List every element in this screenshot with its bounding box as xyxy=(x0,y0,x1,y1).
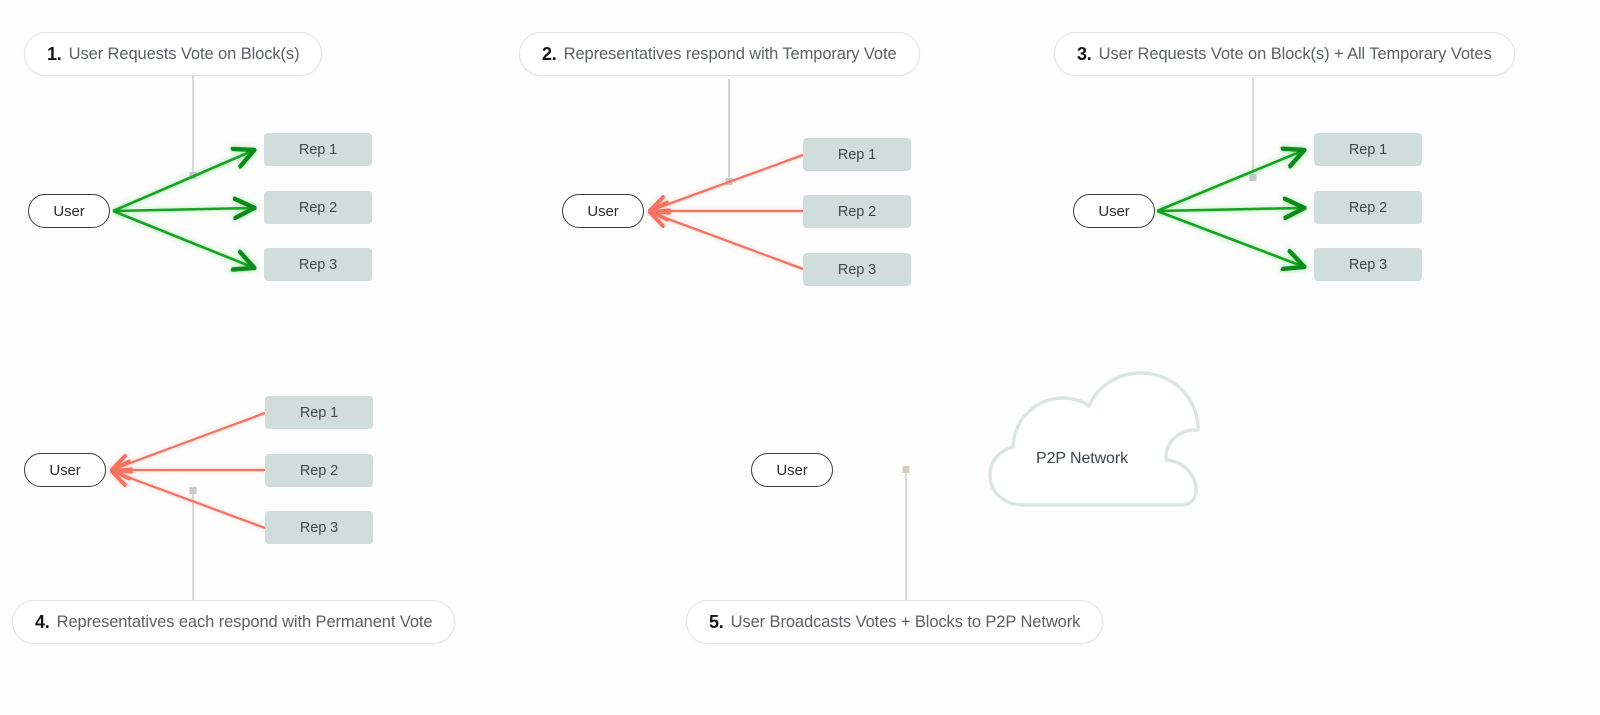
arrow-rep1-to-user xyxy=(114,411,266,469)
step-1-number: 1. xyxy=(47,43,62,64)
step-1-label-pill[interactable]: 1. User Requests Vote on Block(s) xyxy=(24,32,323,76)
p2p-network-cloud-icon xyxy=(988,371,1200,507)
step-2-number: 2. xyxy=(542,43,557,64)
step-4-text: Representatives each respond with Perman… xyxy=(56,612,433,631)
step-2-rep-3-node[interactable]: Rep 3 xyxy=(803,253,911,286)
step-2-user-node[interactable]: User xyxy=(562,194,644,228)
step-3-label-pill[interactable]: 3. User Requests Vote on Block(s) + All … xyxy=(1054,32,1515,76)
arrow-user-to-rep3 xyxy=(1156,209,1302,266)
step-1-rep-1-node[interactable]: Rep 1 xyxy=(264,133,372,166)
step-3-user-node[interactable]: User xyxy=(1073,194,1155,228)
step-5-user-node[interactable]: User xyxy=(751,453,833,487)
step-2-label-pill[interactable]: 2. Representatives respond with Temporar… xyxy=(519,32,920,76)
step-3-number: 3. xyxy=(1077,43,1092,64)
step-3-rep-3-node[interactable]: Rep 3 xyxy=(1314,248,1422,281)
arrow-rep1-to-user xyxy=(652,153,804,210)
step-1-rep-2-node[interactable]: Rep 2 xyxy=(264,191,372,224)
arrow-user-to-rep2 xyxy=(112,208,252,211)
step-4-rep-2-node[interactable]: Rep 2 xyxy=(265,454,373,487)
step-5-label-pill[interactable]: 5. User Broadcasts Votes + Blocks to P2P… xyxy=(686,600,1104,644)
step-3-connector-line xyxy=(1249,78,1257,181)
step-4-label-pill[interactable]: 4. Representatives each respond with Per… xyxy=(12,600,456,644)
step-2-arrows xyxy=(652,153,804,271)
step-4-connector-line xyxy=(189,487,197,602)
arrow-rep3-to-user xyxy=(652,213,804,271)
step-3-rep-2-node[interactable]: Rep 2 xyxy=(1314,191,1422,224)
step-1-arrows xyxy=(112,151,252,267)
step-2-rep-2-node[interactable]: Rep 2 xyxy=(803,195,911,228)
p2p-network-label: P2P Network xyxy=(1036,450,1128,467)
step-1-text: User Requests Vote on Block(s) xyxy=(68,44,300,63)
arrow-user-to-rep1 xyxy=(112,151,252,213)
step-3-arrows xyxy=(1156,151,1302,266)
step-4-user-node[interactable]: User xyxy=(24,453,106,487)
step-2-rep-1-node[interactable]: Rep 1 xyxy=(803,138,911,171)
arrow-user-to-rep2 xyxy=(1156,208,1302,211)
step-3-rep-1-node[interactable]: Rep 1 xyxy=(1314,133,1422,166)
step-2-text: Representatives respond with Temporary V… xyxy=(563,44,897,63)
step-4-arrows xyxy=(114,411,266,530)
step-4-rep-3-node[interactable]: Rep 3 xyxy=(265,511,373,544)
step-3-text: User Requests Vote on Block(s) + All Tem… xyxy=(1098,44,1492,63)
arrow-user-to-rep3 xyxy=(112,209,252,267)
arrow-user-to-rep1 xyxy=(1156,151,1302,213)
step-5-connector-line xyxy=(902,466,910,602)
step-1-user-node[interactable]: User xyxy=(28,194,110,228)
step-4-rep-1-node[interactable]: Rep 1 xyxy=(265,396,373,429)
step-4-number: 4. xyxy=(35,611,50,632)
step-5-text: User Broadcasts Votes + Blocks to P2P Ne… xyxy=(730,612,1081,631)
arrow-rep3-to-user xyxy=(114,472,266,530)
step-1-connector-line xyxy=(189,76,197,179)
step-1-rep-3-node[interactable]: Rep 3 xyxy=(264,248,372,281)
step-2-connector-line xyxy=(725,79,733,185)
step-5-number: 5. xyxy=(709,611,724,632)
